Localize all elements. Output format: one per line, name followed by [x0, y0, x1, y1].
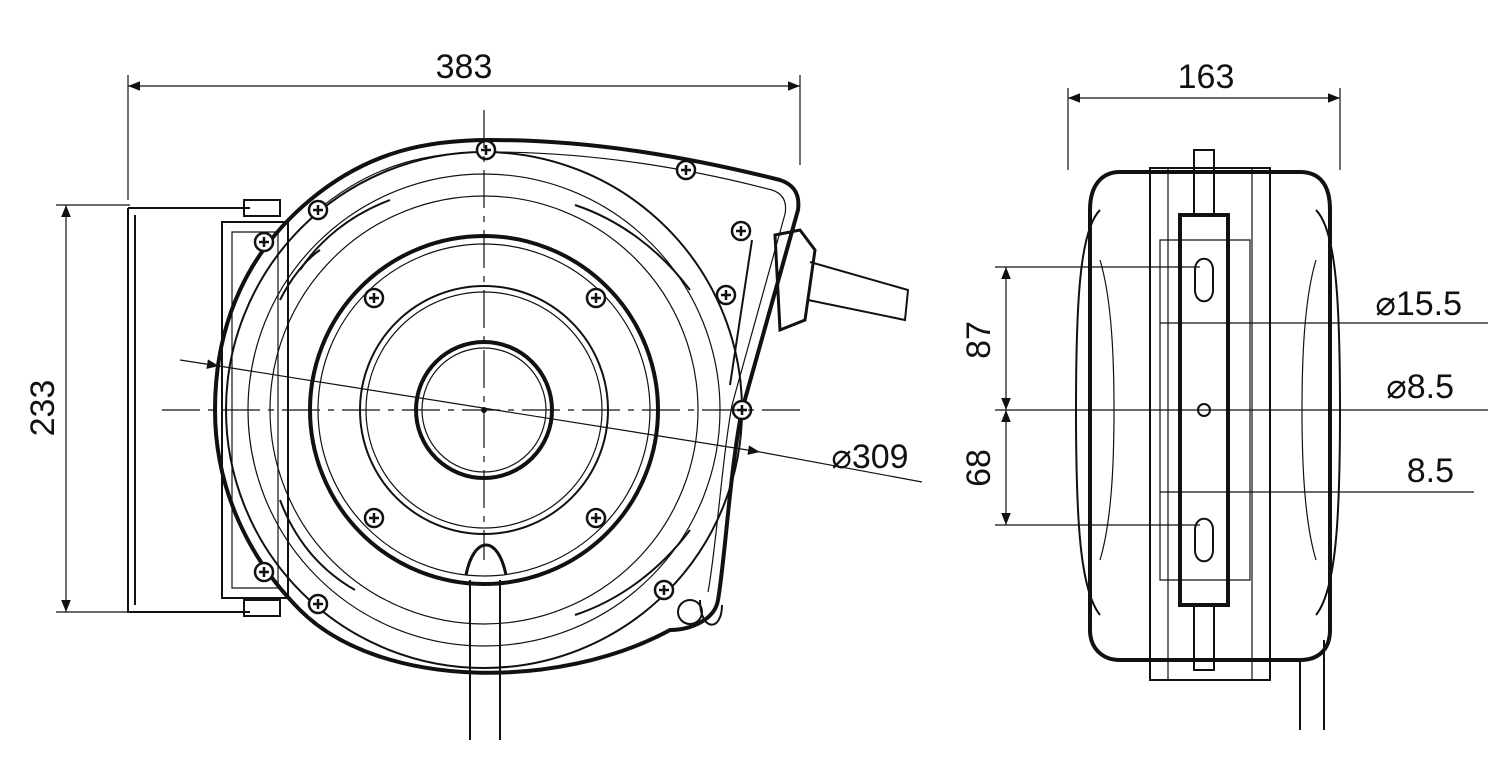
front-centerlines [162, 110, 800, 560]
side-view: 163 87 68 ⌀15.5 ⌀8.5 8.5 [960, 58, 1488, 730]
lower-hole-label: 8.5 [1407, 452, 1454, 490]
center-hole-label: ⌀8.5 [1386, 368, 1454, 406]
front-dimensions [56, 75, 923, 613]
dim-width-label: 383 [436, 48, 493, 86]
screws [253, 139, 753, 615]
side-width-label: 163 [1178, 58, 1235, 96]
dim-height-label: 233 [24, 380, 62, 437]
hose-outlet [464, 543, 508, 740]
hose-inlet [729, 228, 910, 386]
front-view: 383 233 ⌀309 [24, 48, 923, 740]
dim-drum-diameter-label: ⌀309 [831, 438, 908, 476]
lower-spacing-label: 68 [960, 449, 998, 487]
side-hose [1299, 640, 1325, 730]
drum-ribs [279, 199, 691, 616]
wall-bracket [127, 199, 289, 617]
upper-spacing-label: 87 [960, 321, 998, 359]
slot-diameter-label: ⌀15.5 [1375, 285, 1462, 323]
side-dimensions [995, 88, 1488, 526]
